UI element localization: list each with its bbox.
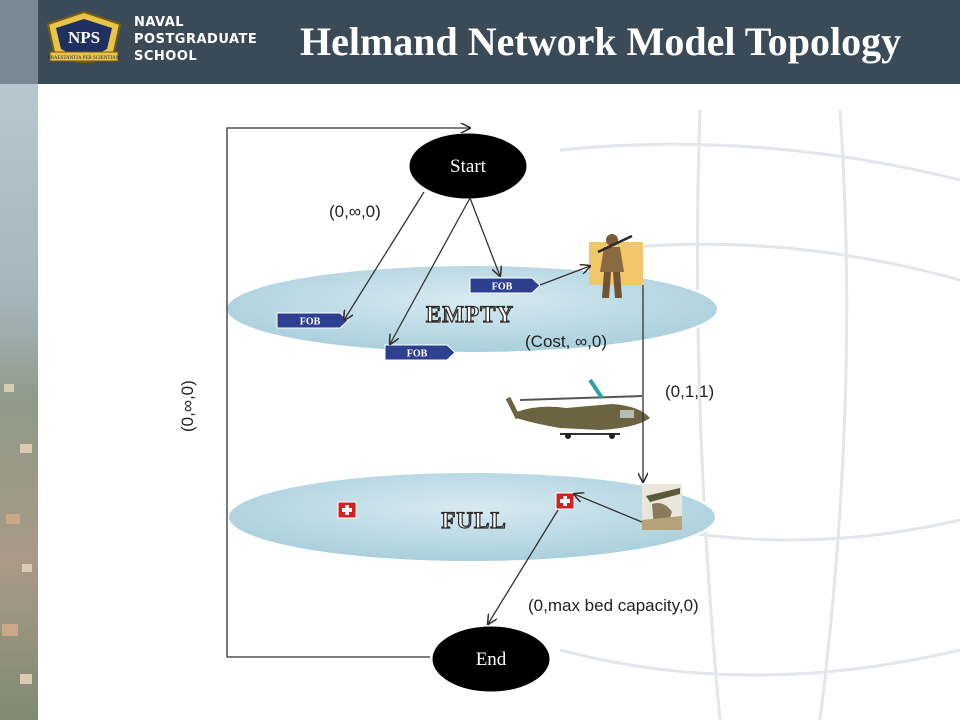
seal-text: NPS (68, 28, 100, 47)
full-label: FULL (441, 508, 506, 533)
empty-label: EMPTY (426, 302, 514, 327)
nps-seal-icon: NPS PRAESTANTIA PER SCIENTIAM (46, 10, 122, 63)
red-cross-icon (337, 501, 357, 519)
logo-line-2: POSTGRADUATE (134, 32, 258, 47)
fob-tag-top: FOB (469, 277, 541, 294)
edge-hospital-to-end (488, 509, 559, 624)
fob-label-left: FOB (300, 317, 321, 328)
edges (226, 128, 643, 658)
edge-fob-to-soldier (539, 266, 590, 286)
edge-start-to-fob-top (469, 197, 500, 276)
header-side-strip (0, 0, 38, 84)
edge-medevac-to-hospital (574, 494, 643, 523)
start-node: Start (406, 130, 530, 202)
nps-logo-text: NAVAL POSTGRADUATE SCHOOL (134, 14, 257, 65)
fob-label-top: FOB (492, 282, 513, 293)
fob-tag-left: FOB (276, 312, 349, 329)
end-label: End (476, 649, 507, 670)
label-return-arc: (0,∞,0) (178, 380, 197, 432)
label-start-arc: (0,∞,0) (329, 202, 381, 221)
end-node: End (429, 623, 553, 695)
empty-state-ellipse (225, 264, 719, 354)
label-casualty-transport: (0,1,1) (665, 382, 714, 401)
logo-line-3: SCHOOL (134, 49, 198, 64)
edge-return (226, 128, 470, 658)
soldier-icon (589, 234, 643, 298)
red-cross-icon (555, 492, 575, 510)
fob-label-bottom: FOB (407, 349, 428, 360)
logo-line-1: NAVAL (134, 15, 185, 30)
header-bar: NPS PRAESTANTIA PER SCIENTIAM NAVAL POST… (0, 0, 960, 84)
campus-photo-strip (0, 84, 38, 720)
full-state-ellipse (227, 471, 717, 563)
edge-start-to-fob-bottom (390, 197, 471, 344)
seal-motto: PRAESTANTIA PER SCIENTIAM (48, 56, 121, 61)
start-label: Start (450, 156, 487, 177)
fob-tag-bottom: FOB (384, 344, 456, 361)
label-fob-to-casualty: (Cost, ∞,0) (525, 332, 607, 351)
medevac-photo-icon (642, 484, 682, 530)
edge-start-to-fob-left (344, 191, 425, 320)
helicopter-icon (505, 378, 650, 439)
page-title: Helmand Network Model Topology (300, 19, 902, 64)
label-hospital-to-end: (0,max bed capacity,0) (528, 596, 699, 615)
